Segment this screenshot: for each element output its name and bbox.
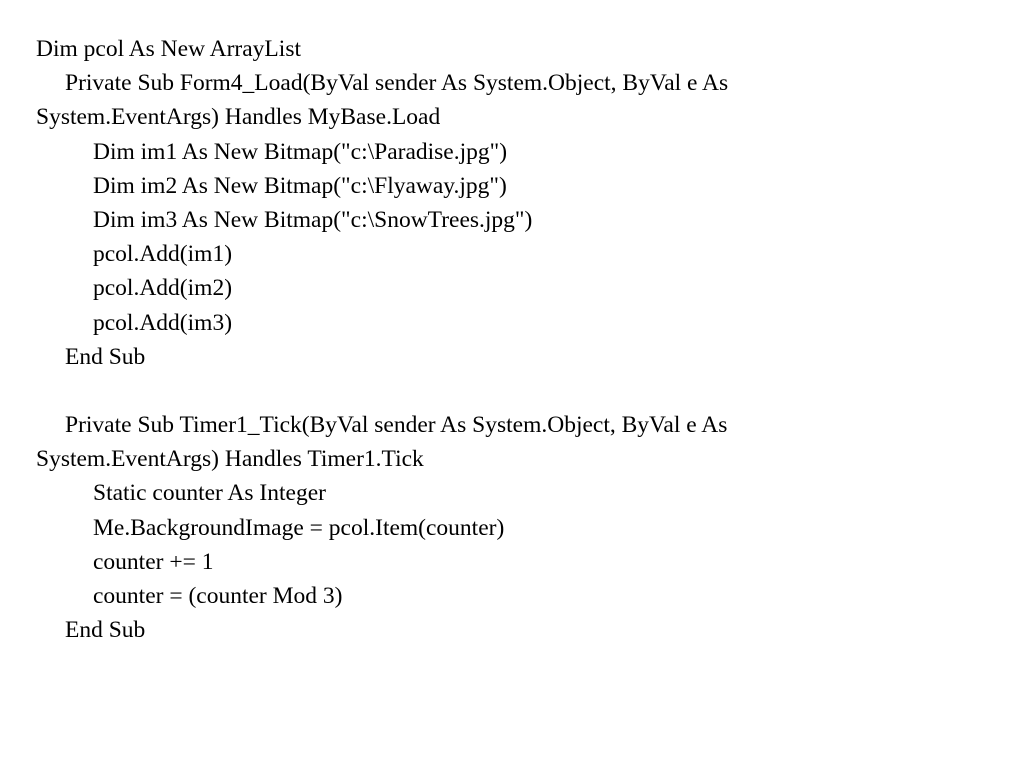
code-line-form4-load-signature: Private Sub Form4_Load(ByVal sender As S… bbox=[65, 70, 729, 97]
code-line-bitmap-im1: Dim im1 As New Bitmap("c:\Paradise.jpg") bbox=[93, 138, 508, 165]
code-line-timer-tick-handles: System.EventArgs) Handles Timer1.Tick bbox=[36, 446, 424, 473]
code-listing: Dim pcol As New ArrayList Private Sub Fo… bbox=[36, 32, 996, 647]
code-line-counter-increment: counter += 1 bbox=[93, 548, 214, 575]
code-line-bitmap-im2: Dim im2 As New Bitmap("c:\Flyaway.jpg") bbox=[93, 172, 507, 199]
code-line-background-image: Me.BackgroundImage = pcol.Item(counter) bbox=[93, 514, 505, 541]
code-line-add-im3: pcol.Add(im3) bbox=[93, 309, 233, 336]
code-line-counter-mod: counter = (counter Mod 3) bbox=[93, 583, 343, 609]
code-line-add-im2: pcol.Add(im2) bbox=[93, 275, 233, 302]
code-line-add-im1: pcol.Add(im1) bbox=[93, 241, 233, 268]
code-line-blank bbox=[36, 374, 996, 408]
code-line-timer-tick-signature: Private Sub Timer1_Tick(ByVal sender As … bbox=[65, 412, 728, 439]
code-line-static-counter: Static counter As Integer bbox=[93, 480, 326, 507]
code-line-bitmap-im3: Dim im3 As New Bitmap("c:\SnowTrees.jpg"… bbox=[93, 206, 533, 233]
code-line-end-sub-form4: End Sub bbox=[65, 343, 146, 370]
code-line-end-sub-timer: End Sub bbox=[65, 617, 146, 644]
code-line-arraylist-declaration: Dim pcol As New ArrayList bbox=[36, 36, 301, 62]
code-line-form4-load-handles: System.EventArgs) Handles MyBase.Load bbox=[36, 104, 441, 131]
